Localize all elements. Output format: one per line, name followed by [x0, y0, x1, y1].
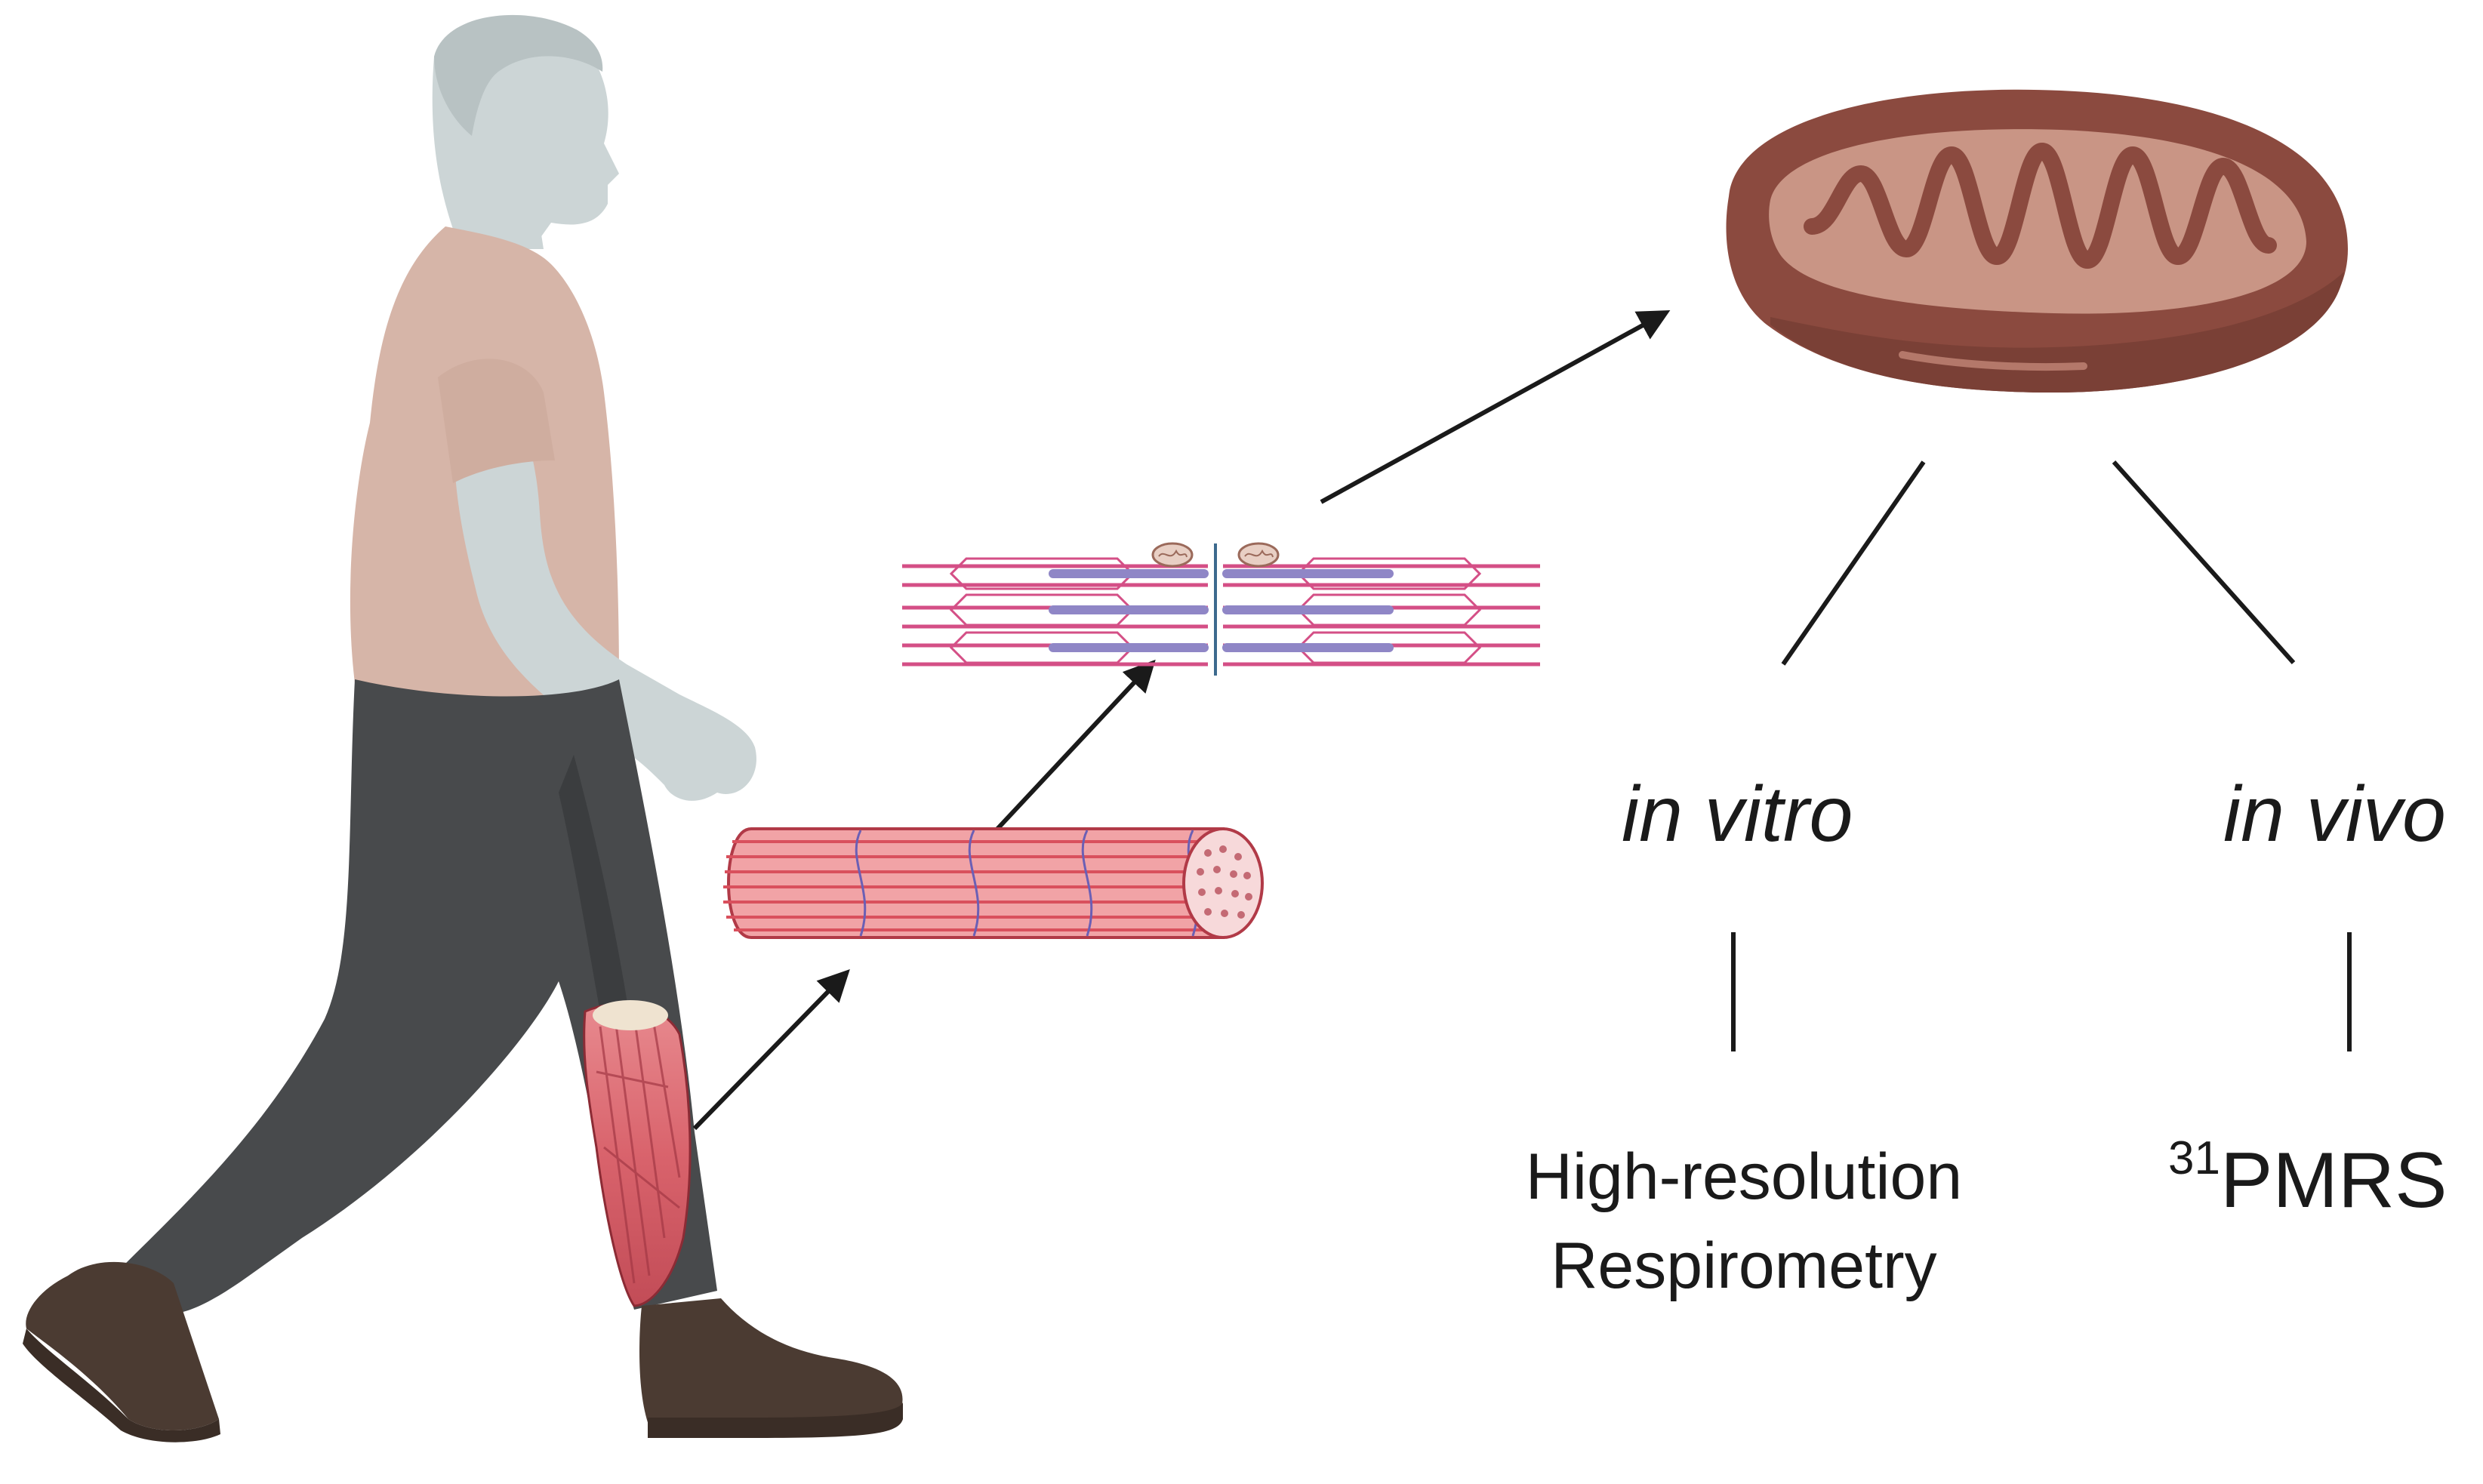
in-vivo-label: in vivo — [2223, 771, 2446, 858]
mito-lower-shade — [1770, 272, 2344, 393]
person-sleeve — [438, 359, 555, 483]
fiber-end-dots — [1197, 845, 1252, 919]
arrow-leg-to-fiber — [692, 968, 850, 1131]
mito-cristae — [1804, 142, 2277, 269]
arrow-fiber-to-sarcomere — [987, 659, 1156, 840]
walking-person-illustration — [23, 14, 903, 1442]
arrow-sarcomere-to-mitochondrion — [1320, 309, 1671, 504]
person-trousers — [113, 679, 717, 1315]
back-shoe — [26, 1261, 220, 1430]
31pmrs-label: 31PMRS — [2168, 1135, 2448, 1226]
mito-highlight — [1899, 351, 2087, 371]
method-left-line2: Respirometry — [1551, 1230, 1937, 1302]
front-shoe-sole — [648, 1402, 903, 1438]
mitochondrion-illustration — [1726, 89, 2348, 393]
back-shoe-sole — [23, 1329, 220, 1442]
calf-muscle-illustration — [583, 1002, 692, 1307]
branch-line-in-vitro — [1781, 460, 1926, 666]
method-right-main: PMRS — [2220, 1137, 2448, 1224]
person-hair — [434, 14, 603, 137]
sarcomere-mini-mitochondria — [1151, 542, 1280, 568]
knee-cap — [593, 1000, 668, 1030]
mito-inner-matrix — [1769, 129, 2306, 314]
fiber-end-cap — [1182, 827, 1264, 939]
person-front-arm — [454, 390, 756, 801]
sarcomere-illustration — [902, 542, 1540, 676]
method-left-line1: High-resolution — [1525, 1141, 1963, 1213]
sarcomere-actin-filaments — [902, 564, 1540, 667]
high-resolution-respirometry-label: High-resolution Respirometry — [1502, 1132, 1985, 1310]
muscle-fiber-illustration — [723, 827, 1264, 939]
sarcomere-myosin-filaments — [1049, 569, 1394, 652]
calf-muscle-striations — [596, 1014, 681, 1284]
in-vitro-label: in vitro — [1622, 771, 1853, 858]
branch-line-in-vivo — [2112, 460, 2296, 665]
fiber-stripes — [723, 840, 1223, 931]
method-right-superscript: 31 — [2168, 1132, 2220, 1184]
front-shoe — [639, 1298, 903, 1427]
